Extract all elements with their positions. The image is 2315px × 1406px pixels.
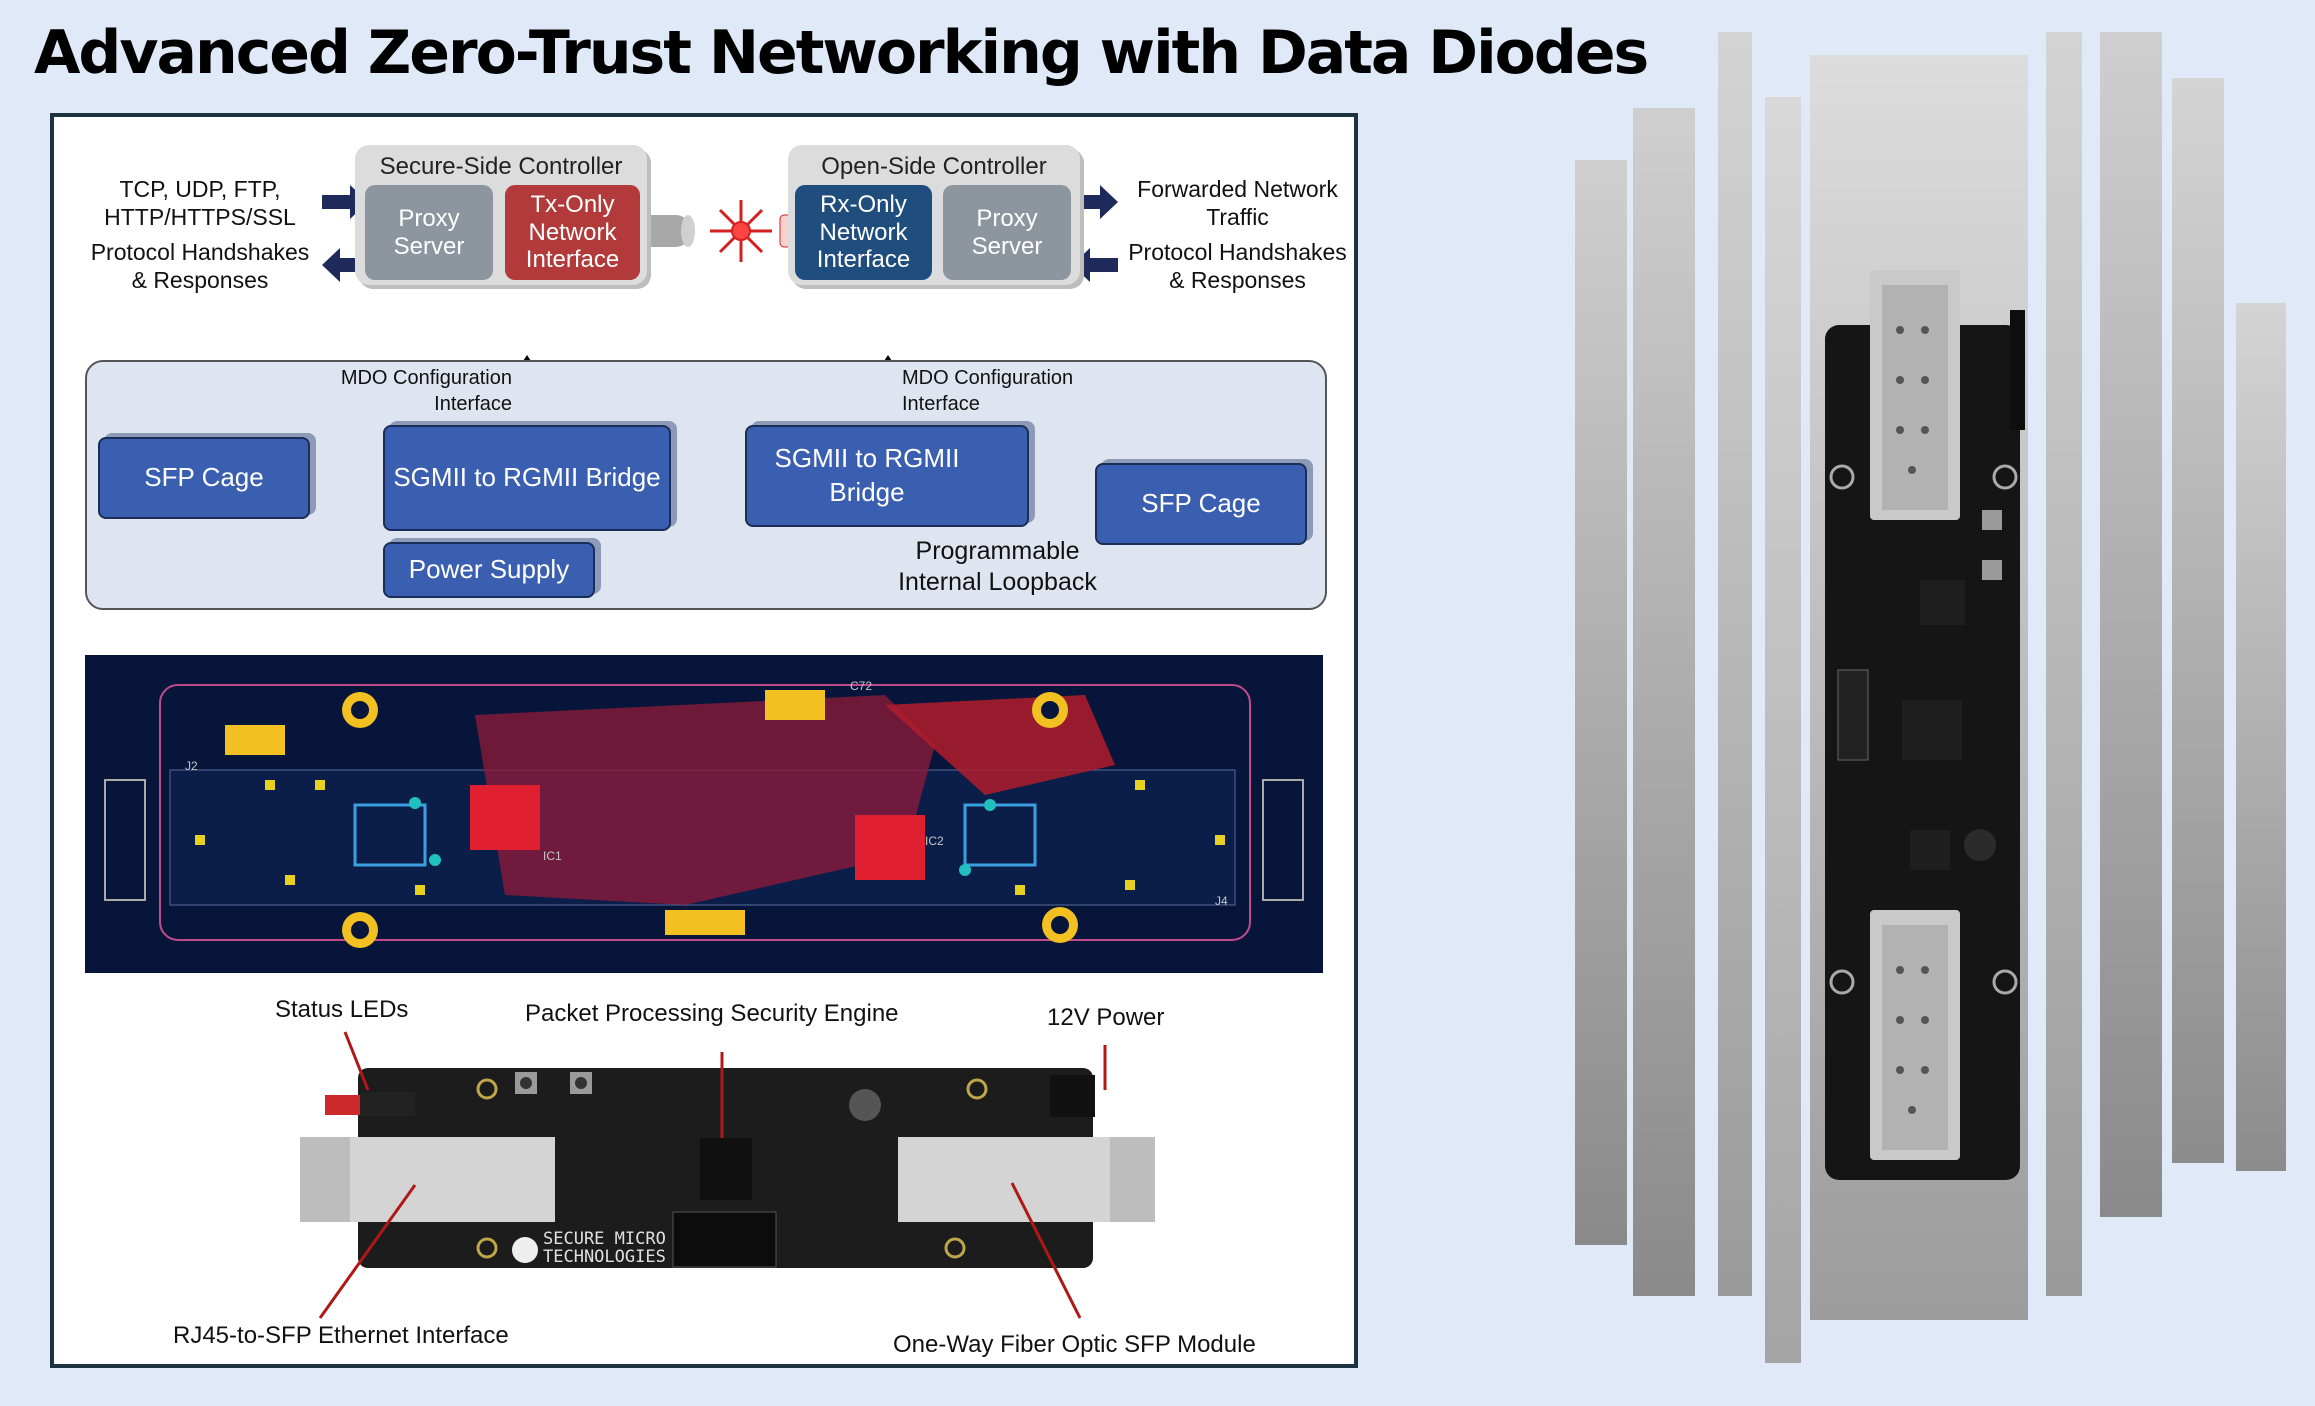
secure-controller-title: Secure-Side Controller [379, 153, 623, 180]
callout-status-leds: Status LEDs [275, 996, 409, 1023]
loopback-label: Programmable Internal Loopback [898, 537, 1097, 596]
board-photo: SECURE MICRO TECHNOLOGIES [300, 1031, 1155, 1319]
pcb-label-j2: J2 [185, 759, 198, 773]
right-input-label: Protocol Handshakes & Responses [1128, 239, 1347, 294]
bridge-right: SGMII to RGMII Bridge [745, 425, 1029, 527]
pcb-label-ic2: IC2 [925, 834, 944, 848]
bridge-left: SGMII to RGMII Bridge [383, 425, 671, 531]
sfp-cage-left: SFP Cage [98, 437, 310, 519]
brand-line1: SECURE MICRO [543, 1229, 666, 1249]
page-title: Advanced Zero-Trust Networking with Data… [34, 18, 1649, 88]
rx-only-interface: Rx-Only Network Interface [795, 185, 932, 280]
pcb-label-j4: J4 [1215, 894, 1228, 908]
right-output-label: Forwarded Network Traffic [1137, 176, 1338, 231]
brand-line2: TECHNOLOGIES [543, 1247, 666, 1267]
secure-proxy-server: Proxy Server [365, 185, 493, 280]
sfp-cage-right: SFP Cage [1095, 463, 1307, 545]
pcb-label-c72: C72 [850, 679, 872, 693]
callout-packet-engine: Packet Processing Security Engine [525, 1000, 899, 1027]
mdo-right-label: MDO Configuration Interface [902, 367, 1074, 415]
mdo-left-label: MDO Configuration Interface [340, 367, 512, 415]
left-output-label: Protocol Handshakes & Responses [90, 239, 310, 294]
callout-12v-power: 12V Power [1047, 1004, 1165, 1031]
pcb-layout: J2 J4 IC1 IC2 C72 [85, 655, 1323, 973]
open-controller-title: Open-Side Controller [821, 153, 1047, 180]
tx-only-interface: Tx-Only Network Interface [505, 185, 640, 280]
open-proxy-server: Proxy Server [943, 185, 1071, 280]
callout-rj45: RJ45-to-SFP Ethernet Interface [173, 1322, 509, 1349]
board-photo-vertical [1820, 270, 2025, 1180]
callout-fiber-sfp: One-Way Fiber Optic SFP Module [893, 1331, 1256, 1358]
left-input-label: TCP, UDP, FTP, HTTP/HTTPS/SSL [104, 176, 296, 231]
pcb-label-ic1: IC1 [543, 849, 562, 863]
power-supply: Power Supply [383, 542, 595, 598]
